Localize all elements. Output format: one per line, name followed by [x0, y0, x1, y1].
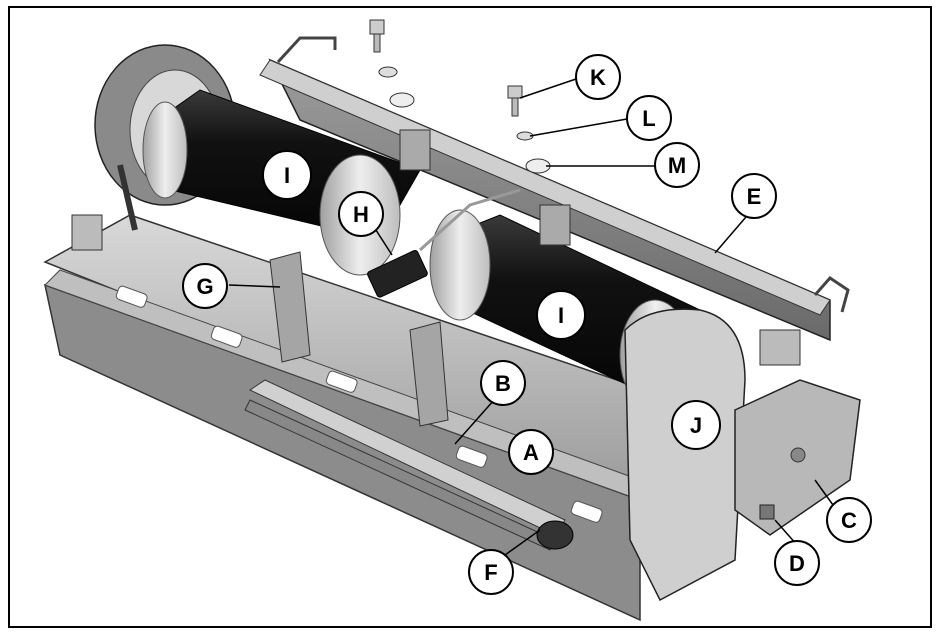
callout-D: D — [774, 540, 820, 586]
callout-M-label: M — [668, 153, 686, 178]
callout-H-label: H — [353, 202, 369, 227]
callout-J: J — [671, 400, 721, 450]
callout-G-label: G — [196, 274, 213, 299]
callout-F-label: F — [484, 560, 497, 585]
callout-E: E — [731, 173, 777, 219]
callout-I-right: I — [536, 290, 586, 340]
fasteners — [369, 19, 551, 174]
callout-I-left-label: I — [284, 163, 290, 188]
callout-M: M — [654, 142, 700, 188]
callout-I-right-label: I — [558, 303, 564, 328]
callout-K: K — [575, 54, 621, 100]
callout-A: A — [508, 429, 554, 475]
callout-C-label: C — [841, 508, 857, 533]
callout-D-label: D — [789, 551, 805, 576]
right-end-housing — [624, 308, 746, 602]
callout-L: L — [626, 95, 672, 141]
callout-J-label: J — [690, 413, 702, 438]
callout-B: B — [480, 360, 526, 406]
wire-connector — [367, 188, 521, 298]
callout-K-label: K — [590, 65, 606, 90]
callout-F: F — [468, 549, 514, 595]
callout-H: H — [338, 191, 384, 237]
callout-G: G — [182, 263, 228, 309]
callout-L-label: L — [642, 106, 655, 131]
callout-A-label: A — [523, 440, 539, 465]
callout-E-label: E — [747, 184, 762, 209]
callout-B-label: B — [495, 371, 511, 396]
callout-I-left: I — [262, 150, 312, 200]
leader-lines — [228, 78, 834, 561]
callout-C: C — [826, 497, 872, 543]
end-plate — [734, 379, 861, 536]
pneumatic-cylinder — [244, 379, 574, 551]
bracket-posts — [71, 129, 801, 427]
